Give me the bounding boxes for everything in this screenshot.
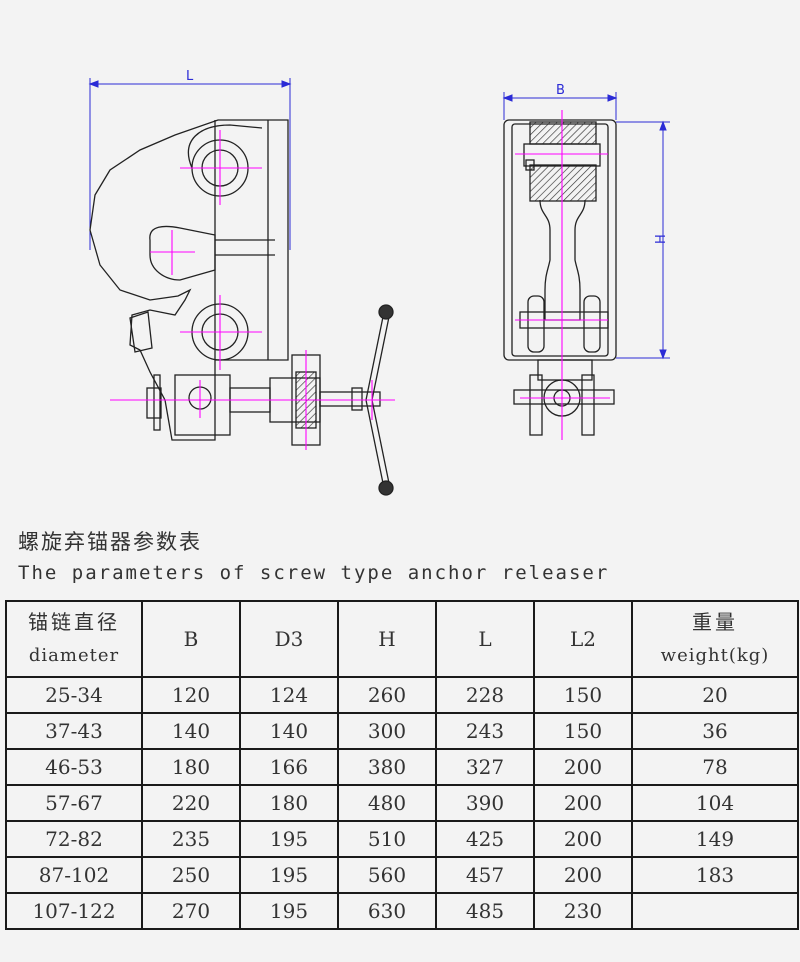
- side-view-centerlines: [110, 130, 395, 450]
- cell-weight: 78: [631, 748, 799, 786]
- cell-L: 228: [435, 676, 535, 714]
- cell-L: 243: [435, 712, 535, 750]
- header-diameter: 锚链直径 diameter: [5, 600, 143, 678]
- cell-L: 327: [435, 748, 535, 786]
- cell-B: 120: [141, 676, 241, 714]
- front-view-centerlines: [515, 110, 610, 440]
- header-weight: 重量 weight(kg): [631, 600, 799, 678]
- cell-H: 510: [337, 820, 437, 858]
- header-L: L: [435, 600, 535, 678]
- cell-L2: 200: [533, 784, 633, 822]
- cell-B: 250: [141, 856, 241, 894]
- dimension-B-label: B: [556, 83, 565, 98]
- cell-H: 560: [337, 856, 437, 894]
- header-diameter-cn: 锚链直径: [28, 610, 120, 634]
- dimension-L-label: L: [186, 69, 194, 84]
- dimension-B: [502, 92, 618, 120]
- side-view: L: [88, 69, 394, 496]
- technical-drawing: L: [88, 69, 670, 496]
- header-H: H: [337, 600, 437, 678]
- cell-D3: 124: [239, 676, 339, 714]
- cell-diameter: 107-122: [5, 892, 143, 930]
- cell-L: 457: [435, 856, 535, 894]
- cell-D3: 195: [239, 892, 339, 930]
- cell-L2: 230: [533, 892, 633, 930]
- cell-B: 220: [141, 784, 241, 822]
- cell-diameter: 46-53: [5, 748, 143, 786]
- cell-diameter: 25-34: [5, 676, 143, 714]
- cell-H: 380: [337, 748, 437, 786]
- dimension-H: [616, 120, 670, 360]
- cell-L: 485: [435, 892, 535, 930]
- cell-diameter: 57-67: [5, 784, 143, 822]
- cell-B: 180: [141, 748, 241, 786]
- cell-weight: 149: [631, 820, 799, 858]
- cell-H: 630: [337, 892, 437, 930]
- cell-L2: 150: [533, 676, 633, 714]
- table-header-row: 锚链直径 diameter B D3 H L L2 重量 weight(kg): [5, 600, 799, 678]
- cell-H: 300: [337, 712, 437, 750]
- cell-weight: 104: [631, 784, 799, 822]
- cell-L2: 200: [533, 820, 633, 858]
- cell-B: 270: [141, 892, 241, 930]
- cell-D3: 195: [239, 856, 339, 894]
- cell-H: 260: [337, 676, 437, 714]
- cell-L: 425: [435, 820, 535, 858]
- cell-weight: 36: [631, 712, 799, 750]
- header-D3: D3: [239, 600, 339, 678]
- caption-title-cn: 螺旋弃锚器参数表: [18, 530, 202, 554]
- cell-diameter: 37-43: [5, 712, 143, 750]
- cell-weight: 20: [631, 676, 799, 714]
- header-L2: L2: [533, 600, 633, 678]
- cell-H: 480: [337, 784, 437, 822]
- cell-diameter: 87-102: [5, 856, 143, 894]
- cell-weight: 183: [631, 856, 799, 894]
- dimension-H-label: H: [654, 234, 669, 244]
- cell-diameter: 72-82: [5, 820, 143, 858]
- cell-B: 140: [141, 712, 241, 750]
- header-weight-en: weight(kg): [660, 645, 770, 666]
- cell-L2: 150: [533, 712, 633, 750]
- header-diameter-en: diameter: [28, 645, 120, 666]
- header-B: B: [141, 600, 241, 678]
- header-weight-cn: 重量: [692, 610, 738, 634]
- cell-D3: 180: [239, 784, 339, 822]
- cell-D3: 166: [239, 748, 339, 786]
- dimension-L: [88, 78, 292, 250]
- cell-L2: 200: [533, 748, 633, 786]
- cell-weight: [631, 892, 799, 930]
- cell-D3: 140: [239, 712, 339, 750]
- parameters-table: 锚链直径 diameter B D3 H L L2 重量 weight(kg) …: [5, 600, 799, 930]
- cell-L2: 200: [533, 856, 633, 894]
- cell-D3: 195: [239, 820, 339, 858]
- front-view: B H: [502, 83, 670, 436]
- cell-L: 390: [435, 784, 535, 822]
- cell-B: 235: [141, 820, 241, 858]
- caption-title-en: The parameters of screw type anchor rele…: [18, 562, 610, 584]
